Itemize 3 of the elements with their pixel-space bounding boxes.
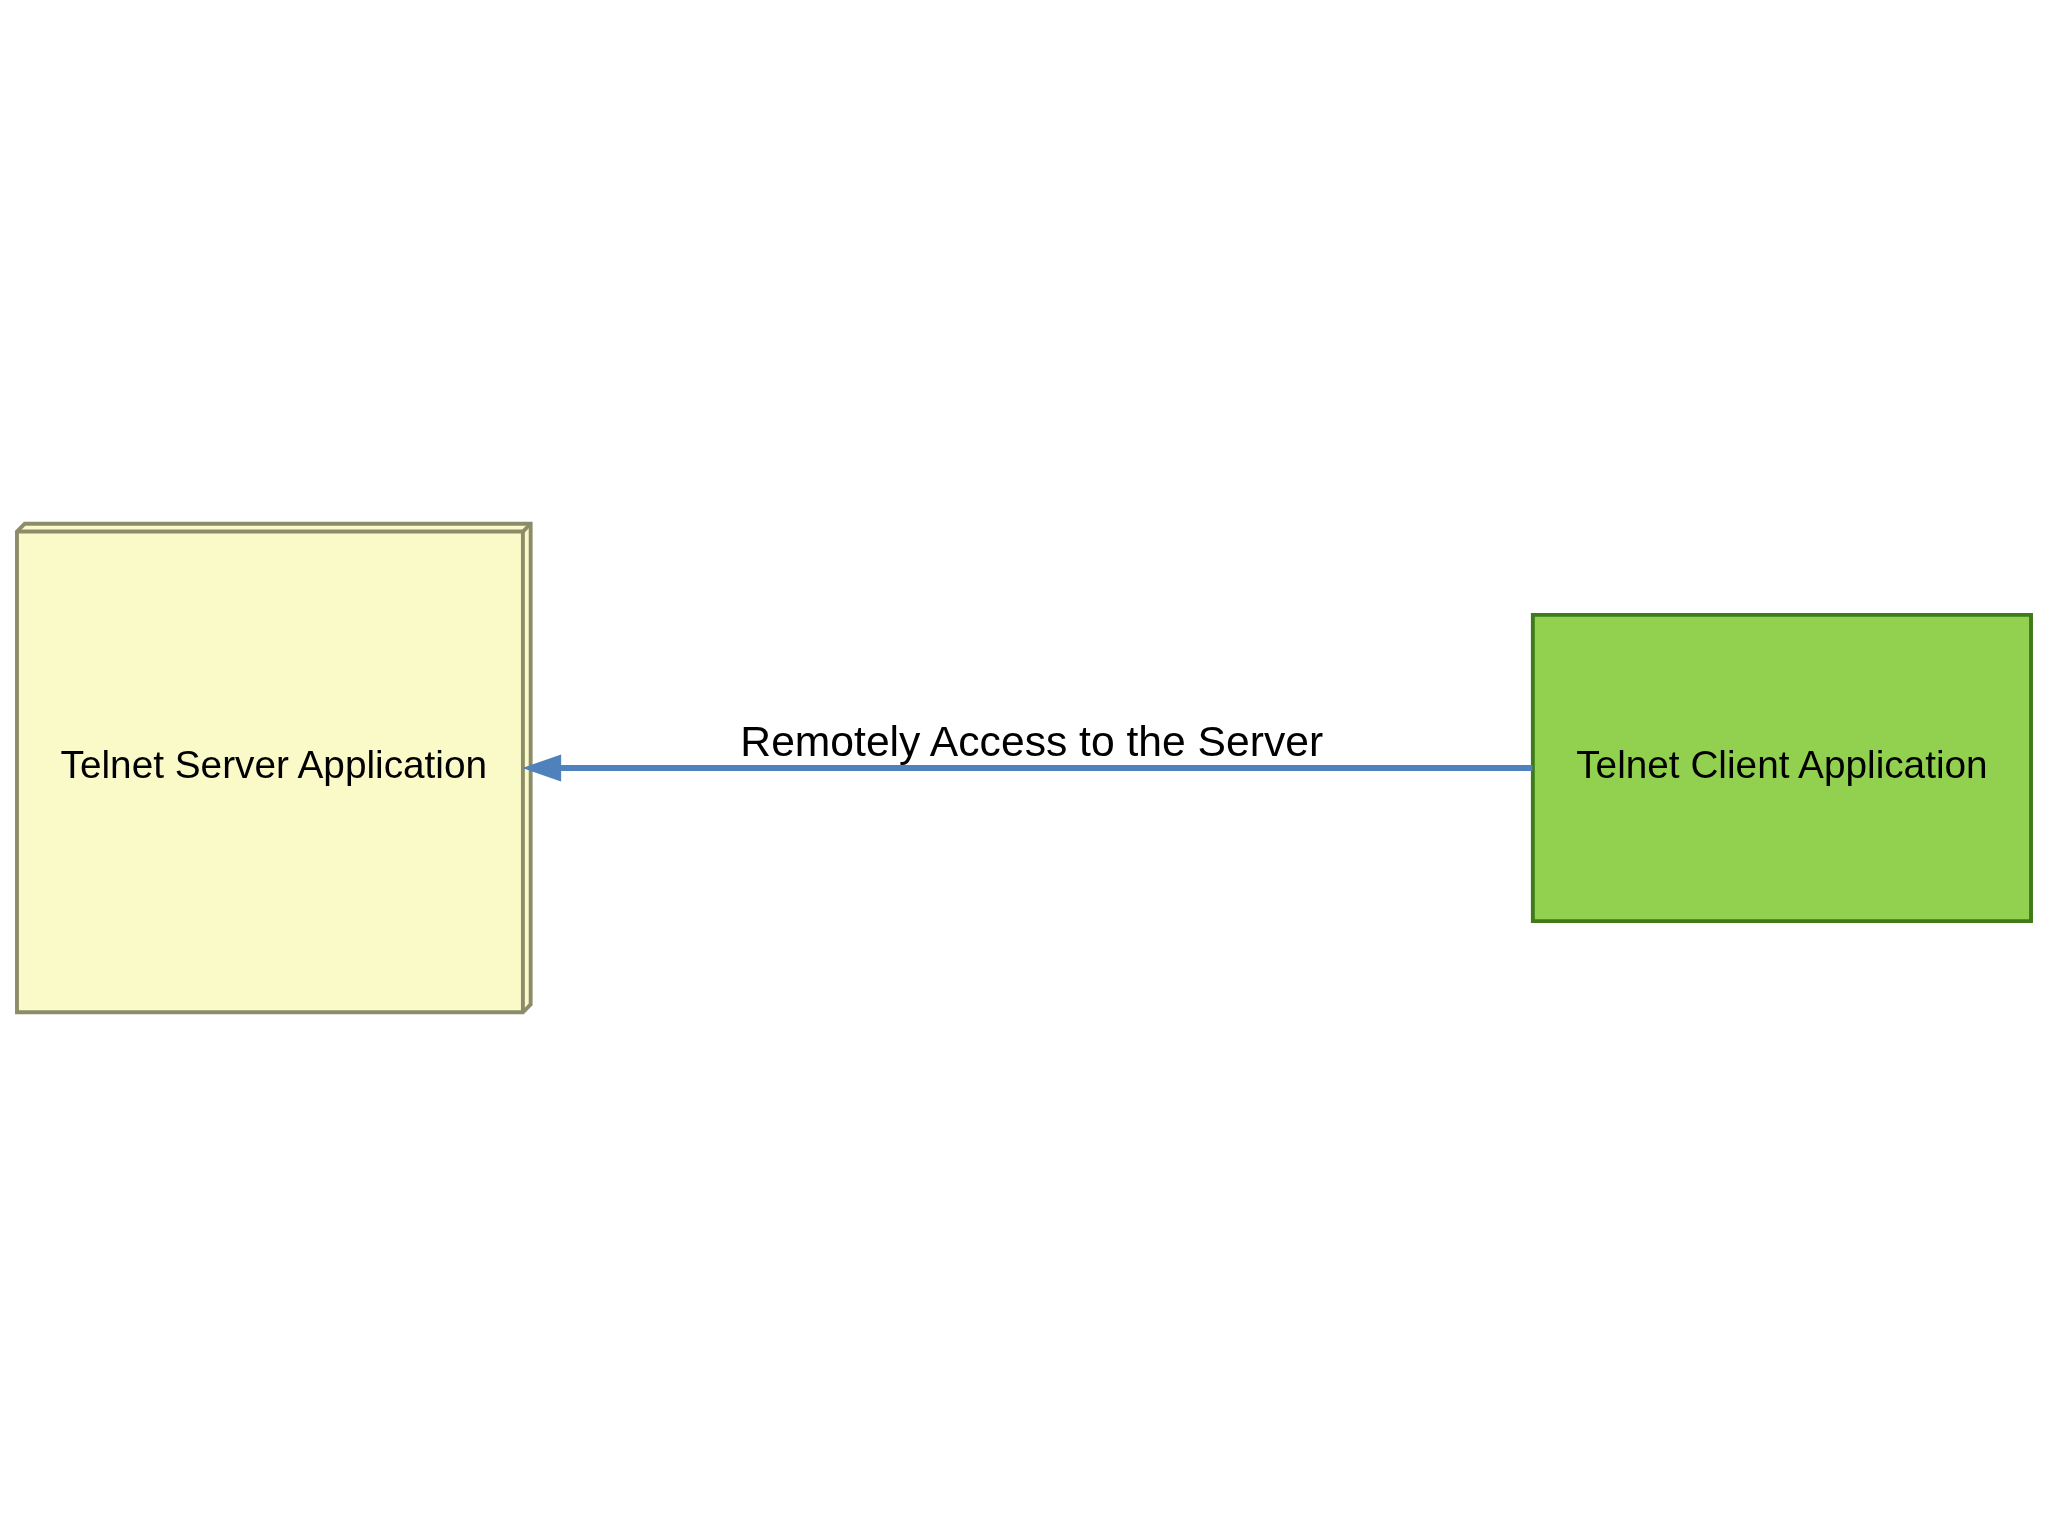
edge-label: Remotely Access to the Server (740, 716, 1324, 765)
arrow (522, 753, 1533, 782)
node-box: Telnet Client Application (1530, 612, 2033, 923)
